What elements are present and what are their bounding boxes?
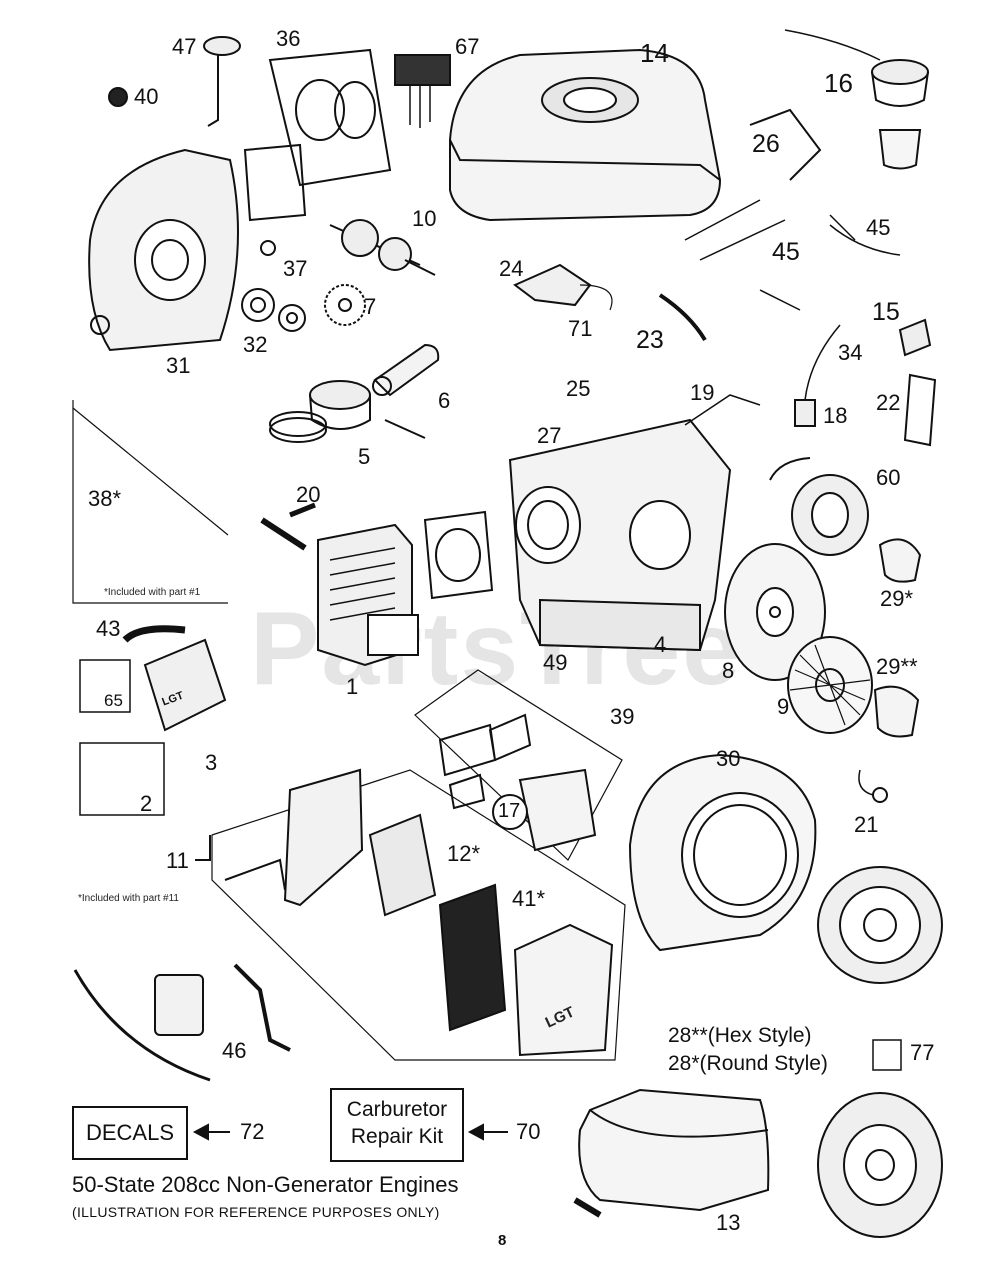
callout-30: 30 [716,746,741,771]
callout-67: 67 [455,34,480,59]
note-included-part-11: *Included with part #11 [78,893,179,904]
callout-21: 21 [854,812,879,837]
callout-71: 71 [568,316,593,341]
callout-77: 77 [910,1040,935,1065]
flywheel-fan [787,636,873,734]
hex-style-label: 28**(Hex Style) [668,1024,812,1047]
callout-13: 13 [716,1210,741,1235]
fuel-tank [449,48,722,222]
callout-1: 1 [346,674,359,699]
muffler [573,1088,770,1218]
callout-46: 46 [222,1038,247,1063]
callout-22: 22 [876,390,901,415]
callout-7: 7 [364,294,377,319]
note-included-part-1: *Included with part #1 [104,587,201,598]
callout-36: 36 [276,26,301,51]
callout-40: 40 [134,84,159,109]
piston [269,380,426,443]
carb-kit-line-2: Repair Kit [350,1125,444,1148]
callout-14: 14 [640,38,669,68]
callout-60: 60 [876,465,901,490]
callout-70: 70 [516,1119,541,1144]
callout-8: 8 [722,658,735,683]
flywheel [724,543,826,681]
callout-20: 20 [296,482,321,507]
callout-25: 25 [566,376,591,401]
callout-3: 3 [205,750,218,775]
callout-47: 47 [172,34,197,59]
round-style-label: 28*(Round Style) [668,1052,828,1075]
page-number: 8 [498,1232,507,1249]
callout-38: 38* [88,486,122,511]
callout-26: 26 [752,130,780,158]
callout-41: 41* [512,886,546,911]
fuel-cap [784,29,929,170]
blower-housing [628,753,817,952]
recoil-starter-round [817,1092,943,1238]
callout-27: 27 [537,423,562,448]
callout-45b: 45 [772,238,800,266]
crankshaft [329,219,436,276]
callout-15: 15 [872,298,900,326]
callout-37: 37 [283,256,308,281]
callout-39: 39 [610,704,635,729]
diagram-title: 50-State 208cc Non-Generator Engines [72,1172,459,1197]
ignition-coil [769,457,869,556]
callout-32: 32 [243,332,268,357]
crankcase-cover [88,148,239,352]
callout-5: 5 [358,444,371,469]
callout-12: 12* [447,841,481,866]
carb-kit-line-1: Carburetor [346,1098,448,1121]
callout-45a: 45 [866,215,891,240]
callout-29a: 29* [880,586,914,611]
cylinder-head [260,517,419,667]
callout-16: 16 [824,68,853,98]
decals-label: DECALS [85,1120,175,1145]
callout-43: 43 [96,616,121,641]
callout-72: 72 [240,1119,265,1144]
gasket-set [243,48,392,222]
callout-29b: 29** [876,654,918,679]
callout-2: 2 [140,791,153,816]
callout-17: 17 [498,800,521,822]
carburetor-repair-kit-box: Carburetor Repair Kit [330,1088,464,1162]
callout-31: 31 [166,353,191,378]
callout-9: 9 [777,694,790,719]
callout-19: 19 [690,380,715,405]
callout-4: 4 [654,632,667,657]
callout-34: 34 [838,340,863,365]
callout-18: 18 [823,403,848,428]
engine-block [508,418,732,652]
callout-11: 11 [166,848,189,873]
callout-23: 23 [636,326,664,354]
callout-6: 6 [438,388,451,413]
diagram-subtitle: (ILLUSTRATION FOR REFERENCE PURPOSES ONL… [72,1204,440,1220]
decals-box: DECALS [72,1106,188,1160]
callout-49: 49 [543,650,568,675]
recoil-starter-hex [817,866,943,984]
callout-10: 10 [412,206,437,231]
callout-24: 24 [499,256,524,281]
callout-65: 65 [104,691,123,710]
